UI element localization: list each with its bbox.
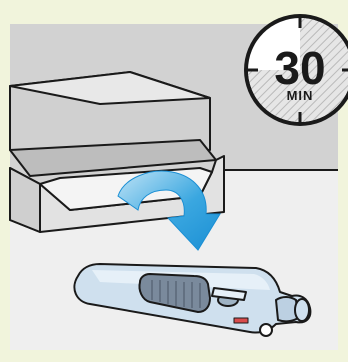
- device-tip-ring: [260, 324, 272, 336]
- timer-value: 30: [274, 42, 325, 94]
- device-tip: [295, 299, 309, 321]
- device-marker: [234, 318, 248, 323]
- timer-unit: MIN: [287, 88, 314, 103]
